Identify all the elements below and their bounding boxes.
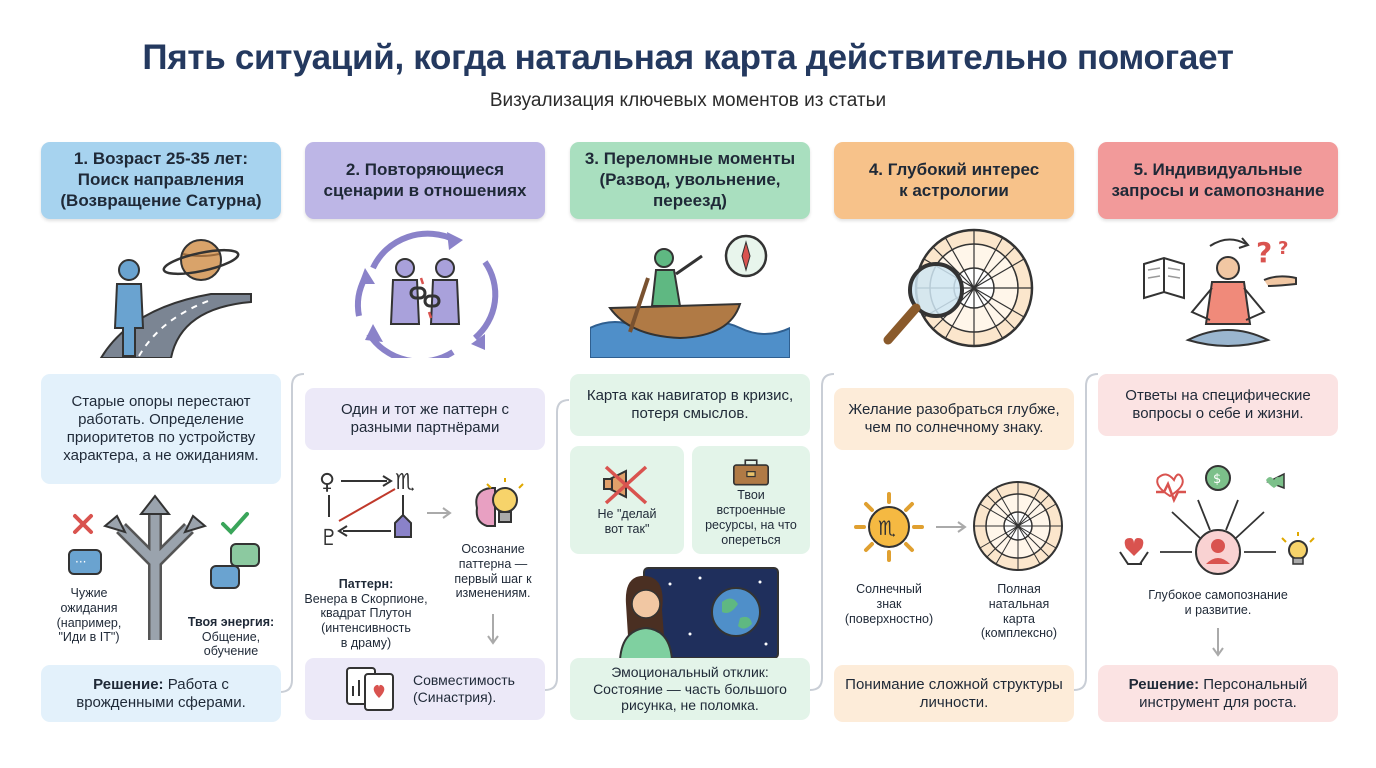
dont-do-this-text: Не "делай вот так" [597,507,657,536]
column-relationship-patterns: 2. Повторяющиеся сценарии в отношениях О… [304,142,545,732]
page-title: Пять ситуаций, когда натальная карта дей… [142,38,1234,77]
column-3-description: Карта как навигатор в кризис, потеря смы… [570,374,810,436]
venus-scorpio-pluto-diagram: ♀ ♏ ♇ [319,470,415,551]
cycle-couple-broken-link-illustration [354,230,499,358]
column-3-emotional-response: Эмоциональный отклик: Состояние — часть … [570,658,810,720]
column-4-header: 4. Глубокий интерес к астрологии [834,142,1074,219]
arrow-right-icon [936,521,967,533]
arrow-down-icon [1212,628,1224,657]
toolbox-icon [733,459,769,486]
your-energy-bold: Твоя энергия: [187,614,275,629]
brain-lightbulb-icon [475,478,524,527]
column-1-solution: Решение: Работа с врожденными сферами. [41,665,281,722]
svg-text:♀: ♀ [319,470,335,495]
column-saturn-return: 1. Возраст 25-35 лет: Поиск направления … [41,142,281,732]
svg-text:?: ? [1256,236,1272,269]
solution-bold: Решение: [93,675,164,693]
magnifier-zodiac-wheel-illustration [883,228,1034,348]
column-5-description: Ответы на специфические вопросы о себе и… [1098,374,1338,436]
column-self-knowledge: 5. Индивидуальные запросы и самопознание… [1098,142,1338,732]
column-astrology-interest: 4. Глубокий интерес к астрологии Желание… [834,142,1074,732]
column-5-header: 5. Индивидуальные запросы и самопознание [1098,142,1338,219]
scorpio-sun-icon: ♏ [854,492,924,562]
column-4-bottom: Понимание сложной структуры личности. [834,665,1074,722]
column-1-header: 1. Возраст 25-35 лет: Поиск направления … [41,142,281,219]
svg-text:♏: ♏ [395,470,415,495]
solution-text: Работа с врожденными сферами. [76,675,246,711]
page-subtitle: Визуализация ключевых моментов из статьи [489,90,887,111]
your-energy-text: Общение, обучение [201,629,261,659]
column-4-description: Желание разобраться глубже, чем по солне… [834,388,1074,450]
svg-text:$: $ [1213,472,1221,487]
synastry-documents-icon [346,667,394,711]
person-boat-compass-illustration [590,234,790,358]
full-natal-chart-label: Полная натальная карта (комплексно) [980,582,1058,641]
svg-text:···: ··· [75,555,86,569]
column-2-compatibility: Совместимость (Синастрия). [305,658,545,720]
pattern-text: Венера в Скорпионе, квадрат Плутон (инте… [304,591,428,650]
inner-resources-card: Твои встроенные ресурсы, на что оперетьс… [692,446,810,554]
deep-self-knowledge-label: Глубокое самопознание и развитие. [1148,588,1288,617]
column-2-description: Один и тот же паттерн с разными партнёра… [305,388,545,450]
pattern-bold: Паттерн: [338,576,394,591]
column-3-header: 3. Переломные моменты (Развод, увольнени… [570,142,810,219]
column-turning-points: 3. Переломные моменты (Развод, увольнени… [570,142,810,732]
sun-sign-label: Солнечный знак (поверхностно) [844,582,934,626]
crossroads-arrows-illustration: ··· [68,494,260,640]
arrow-down-icon [487,614,499,645]
crossed-megaphone-icon [603,465,648,505]
solution-bold: Решение: [1128,675,1200,693]
awareness-label: Осознание паттерна — первый шаг к измене… [454,542,532,601]
arrow-right-icon [427,507,452,519]
compatibility-text: Совместимость (Синастрия). [413,672,515,705]
svg-text:?: ? [1278,238,1288,259]
column-1-description: Старые опоры перестают работать. Определ… [41,374,281,484]
natal-chart-wheel-icon [973,481,1063,571]
column-5-solution: Решение: Персональный инструмент для рос… [1098,665,1338,722]
woman-cosmos-illustration [618,567,779,660]
person-saturn-road-illustration [99,239,252,358]
external-expectations-label: Чужие ожидания (например, "Иди в IT") [56,586,122,645]
dont-do-this-card: Не "делай вот так" [570,446,684,554]
svg-text:♏: ♏ [878,516,896,540]
self-knowledge-hub-diagram: $ [1119,465,1315,575]
column-2-header: 2. Повторяющиеся сценарии в отношениях [305,142,545,219]
meditating-person-book-question-illustration: ? ? [1143,236,1297,347]
your-energy-label: Твоя энергия:Общение, обучение [181,600,281,659]
solution-text: Персональный инструмент для роста. [1139,675,1308,711]
pattern-label: Паттерн:Венера в Скорпионе, квадрат Плут… [299,562,433,651]
svg-text:♇: ♇ [319,526,339,551]
inner-resources-text: Твои встроенные ресурсы, на что оперетьс… [705,488,797,547]
